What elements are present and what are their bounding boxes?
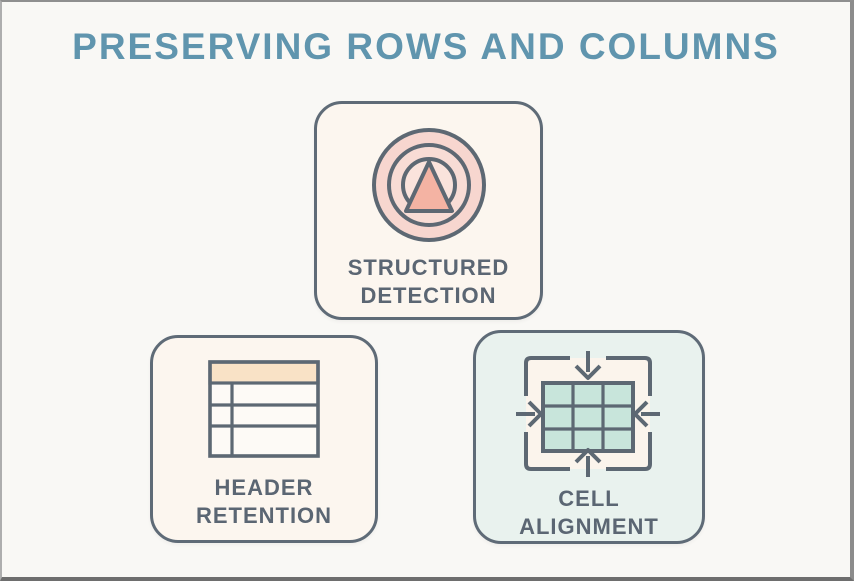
card-label-structured-detection: STRUCTURED DETECTION [348,254,510,310]
card-label-cell-alignment: CELL ALIGNMENT [519,485,659,541]
target-scan-icon-svg [371,128,486,242]
label-line-2: ALIGNMENT [519,514,659,539]
table-header-icon-svg [208,360,320,458]
label-line-1: STRUCTURED [347,255,510,280]
page-title: PRESERVING ROWS AND COLUMNS [72,26,780,67]
label-line-1: CELL [558,486,620,511]
grid-arrows-icon-svg [516,351,660,477]
card-header-retention: HEADER RETENTION [150,335,378,543]
target-scan-icon [366,124,492,246]
card-structured-detection: STRUCTURED DETECTION [314,101,543,320]
label-line-2: DETECTION [360,283,497,308]
card-cell-alignment: CELL ALIGNMENT [473,330,705,544]
label-line-1: HEADER [214,475,314,500]
label-line-2: RETENTION [195,503,333,528]
grid-arrows-icon [514,349,664,479]
table-header-icon [208,360,320,460]
card-label-header-retention: HEADER RETENTION [196,474,332,530]
